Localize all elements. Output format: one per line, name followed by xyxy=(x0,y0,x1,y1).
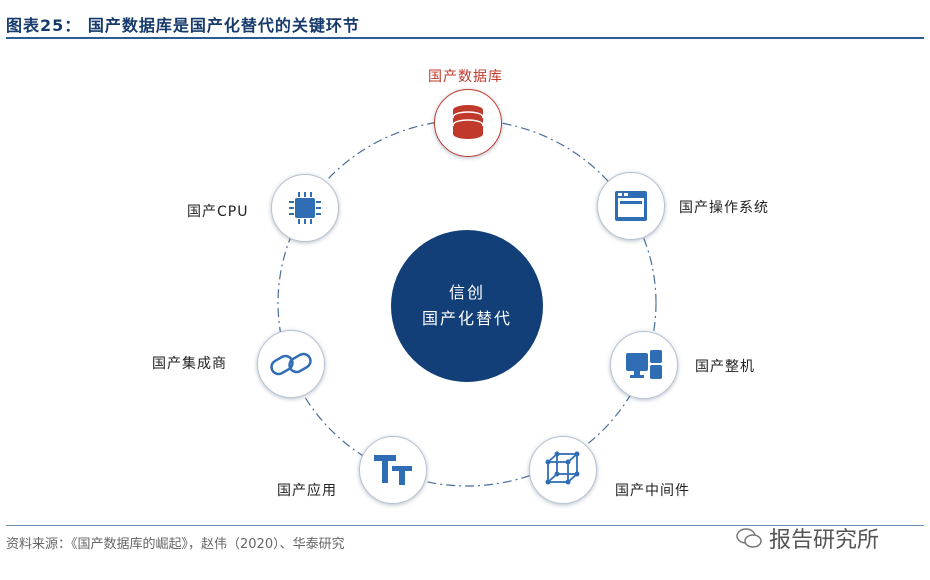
wechat-icon xyxy=(736,528,762,548)
node-cpu xyxy=(271,174,339,242)
link-icon xyxy=(270,352,312,376)
window-icon xyxy=(615,191,647,221)
label-database: 国产数据库 xyxy=(428,69,503,85)
center-hub: 信创 国产化替代 xyxy=(391,230,543,382)
footer-rule xyxy=(6,525,924,526)
title-rule xyxy=(6,37,924,39)
figure-title: 图表25： 国产数据库是国产化替代的关键环节 xyxy=(6,16,360,35)
text-tt-icon xyxy=(374,455,412,485)
watermark-text: 报告研究所 xyxy=(769,528,880,553)
label-machine: 国产整机 xyxy=(695,359,755,375)
center-line2: 国产化替代 xyxy=(421,309,512,328)
database-icon xyxy=(452,105,484,139)
node-database xyxy=(434,89,502,157)
cube-icon xyxy=(545,451,580,485)
label-middleware: 国产中间件 xyxy=(615,483,690,499)
computer-icon xyxy=(626,350,662,379)
chip-icon xyxy=(289,192,321,224)
center-line1: 信创 xyxy=(448,283,485,302)
node-machine xyxy=(610,331,678,399)
node-os xyxy=(597,172,665,240)
node-middleware xyxy=(529,436,597,504)
label-application: 国产应用 xyxy=(277,483,337,499)
label-cpu: 国产CPU xyxy=(187,204,249,220)
node-integrator xyxy=(257,330,325,398)
node-application xyxy=(359,436,427,504)
label-os: 国产操作系统 xyxy=(679,200,769,216)
watermark: 报告研究所 xyxy=(735,522,879,554)
label-integrator: 国产集成商 xyxy=(152,356,227,372)
source-note: 资料来源：《国产数据库的崛起》，赵伟（2020）、华泰研究 xyxy=(6,537,345,552)
